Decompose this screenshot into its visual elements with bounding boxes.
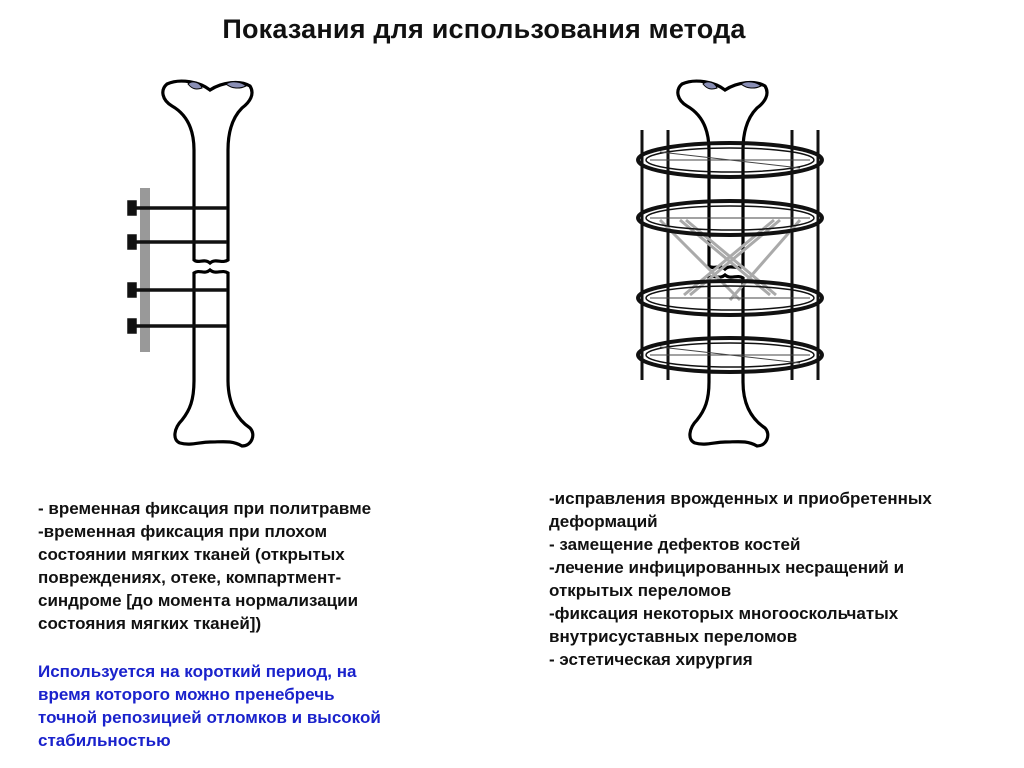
note-line: точной репозицией отломков и высокой xyxy=(38,708,381,727)
list-item: -временная фиксация при плохом xyxy=(38,522,328,541)
fixator-bar xyxy=(140,188,150,352)
indications-list-right: -исправления врожденных и приобретенных … xyxy=(549,487,932,671)
ring-2 xyxy=(636,199,824,237)
page-title: Показания для использования метода xyxy=(222,14,746,44)
note-line: Используется на короткий период, на xyxy=(38,662,357,681)
ring-1 xyxy=(636,141,824,179)
list-item: -лечение инфицированных несращений и xyxy=(549,558,905,577)
list-item: открытых переломов xyxy=(549,581,732,600)
cartilage-cap xyxy=(225,81,247,89)
list-item: повреждениях, отеке, компартмент- xyxy=(38,568,342,587)
note-line: стабильностью xyxy=(38,731,171,750)
bone-upper-fragment xyxy=(161,79,254,266)
list-item: внутрисуставных переломов xyxy=(549,627,798,646)
list-item: синдроме [до момента нормализации xyxy=(38,591,359,610)
list-item: -исправления врожденных и приобретенных xyxy=(549,489,932,508)
fixator-pins xyxy=(127,200,227,334)
indications-list-left: - временная фиксация при политравме -вре… xyxy=(38,497,371,635)
cartilage-cap xyxy=(740,81,762,89)
list-item: деформаций xyxy=(549,512,658,531)
fixator-rings xyxy=(636,141,824,374)
note-line: время которого можно пренебречь xyxy=(38,685,335,704)
cartilage-cap xyxy=(187,81,203,90)
list-item: - эстетическая хирургия xyxy=(549,650,753,669)
list-item: - замещение дефектов костей xyxy=(549,535,801,554)
bone-lower-fragment xyxy=(688,272,770,448)
cartilage-cap xyxy=(702,81,718,90)
ring-3 xyxy=(636,279,824,317)
list-item: состоянии мягких тканей (открытых xyxy=(38,545,345,564)
ring-4 xyxy=(636,336,824,374)
usage-note: Используется на короткий период, на врем… xyxy=(38,660,381,752)
list-item: - временная фиксация при политравме xyxy=(38,499,372,518)
list-item: -фиксация некоторых многооскольчатых xyxy=(549,604,899,623)
unilateral-fixator-illustration xyxy=(127,79,255,448)
circular-fixator-illustration xyxy=(636,79,824,448)
bone-lower-fragment xyxy=(173,267,255,448)
list-item: состояния мягких тканей]) xyxy=(38,614,262,633)
